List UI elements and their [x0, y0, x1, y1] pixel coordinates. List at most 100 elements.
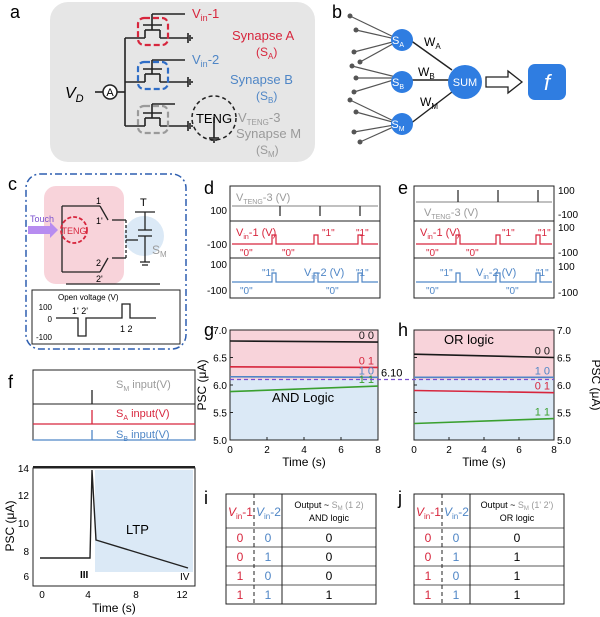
- teng-region: [44, 186, 124, 284]
- weight-connections: [409, 39, 453, 125]
- panel-label-c: c: [8, 174, 17, 194]
- f-ltp-region: [95, 470, 193, 572]
- table-cell-vin1: 0: [425, 550, 432, 564]
- d-tick-100c: 100: [210, 260, 227, 271]
- d-vin1-zero-1: "0": [240, 248, 253, 259]
- table-cell-vin1: 1: [425, 588, 432, 602]
- h-series-label: 1 0: [535, 365, 550, 377]
- h-ylabel: PSC (μA): [589, 360, 600, 411]
- weight-b-label: WB: [418, 65, 435, 81]
- f-ytick-12: 12: [18, 491, 30, 502]
- g-series-line: [229, 375, 379, 379]
- h-below-threshold-region: [414, 379, 554, 440]
- d-vin1-one-1: "1": [322, 228, 335, 239]
- g-title: AND Logic: [272, 390, 335, 405]
- g-xtick-label: 0: [227, 445, 233, 456]
- node-sa-label: SA: [392, 35, 404, 49]
- ov-tick-100: 100: [39, 303, 53, 312]
- synapse-m-label: Synapse M: [236, 126, 301, 141]
- g-ytick-label: 5.5: [213, 409, 227, 420]
- panel-label-d: d: [204, 178, 214, 198]
- circuit-wires: [95, 13, 219, 143]
- panel-label-a: a: [10, 2, 21, 22]
- ammeter-label: A: [106, 87, 114, 99]
- g-above-threshold-region: [230, 330, 378, 380]
- synapse-a-box: [136, 16, 170, 47]
- e-vin1-zero-2: "0": [466, 248, 479, 259]
- h-series-label: 0 1: [535, 381, 550, 393]
- h-ytick-label: 6.5: [557, 354, 571, 365]
- activation-box: [528, 64, 566, 100]
- d-vin1-label: Vin-1 (V): [236, 227, 276, 241]
- e-tick-100c: 100: [558, 262, 575, 273]
- h-series-label: 0 0: [535, 346, 550, 358]
- synapse-m-symbol: (SM): [256, 143, 279, 159]
- panel-e: e VTENG-3 (V) Vin-1 (V) "1" "1" "0" "0" …: [398, 178, 578, 299]
- e-tick-neg100c: -100: [558, 288, 578, 299]
- h-series-label: 1 1: [535, 407, 550, 419]
- input-dendrites: [349, 15, 401, 143]
- f-iv-label: IV: [180, 572, 190, 583]
- g-ytick-label: 5.0: [213, 436, 227, 447]
- table-cell-vin2: 1: [453, 550, 460, 564]
- f-sa-input-label: SA input(V): [116, 408, 170, 422]
- e-vin2-one-2: "1": [536, 268, 549, 279]
- table-cell-vin2: 1: [265, 588, 272, 602]
- h-ytick-label: 5.0: [557, 436, 571, 447]
- g-ylabel: PSC (μA): [195, 360, 209, 411]
- d-tick-neg100c: -100: [207, 286, 227, 297]
- node-sm-label: SM: [391, 119, 404, 133]
- truth-table: [225, 493, 377, 605]
- f-xlabel: Time (s): [92, 601, 136, 615]
- g-xlabel: Time (s): [282, 455, 326, 469]
- h-series-line: [413, 353, 555, 359]
- f-sm-input-label: SM input(V): [116, 379, 171, 393]
- e-vin2-zero-1: "0": [426, 286, 439, 297]
- f-xtick-8: 8: [133, 590, 139, 601]
- e-vin1-label: Vin-1 (V): [420, 227, 460, 241]
- d-vteng-label: VTENG-3 (V): [236, 192, 290, 206]
- e-vin2-trace: [416, 272, 552, 283]
- f-ytick-8: 8: [23, 547, 29, 558]
- switch-circuit: [61, 205, 160, 285]
- d-teng-spikes: [279, 206, 361, 216]
- table-header-vin1: Vin-1: [416, 505, 441, 521]
- table-cell-vin1: 0: [237, 550, 244, 564]
- g-series-line: [229, 340, 379, 343]
- f-ltp-label: LTP: [126, 522, 149, 537]
- transistor-label: T: [140, 197, 147, 209]
- panel-label-e: e: [398, 178, 408, 198]
- panel-g: g 0 00 11 01 1 AND Logic Time (s) PSC (μ…: [195, 320, 381, 469]
- table-cell-vin2: 1: [265, 550, 272, 564]
- panel-label-f: f: [8, 372, 14, 392]
- e-tick-neg100a: -100: [558, 210, 578, 221]
- panel-d: d VTENG-3 (V) Vin-1 (V) "1" "1" "0" "0" …: [204, 178, 381, 299]
- synapse-a-label: Synapse A: [232, 28, 294, 43]
- ammeter-icon: [102, 84, 118, 100]
- table-cell-output: 0: [514, 531, 521, 545]
- table-header-vin2: Vin-2: [256, 505, 281, 521]
- g-ytick-label: 6.0: [213, 381, 227, 392]
- table-cell-vin1: 0: [237, 531, 244, 545]
- table-cell-vin1: 1: [425, 569, 432, 583]
- h-xtick-label: 2: [446, 445, 452, 456]
- table-header-output: Output ~ SM (1' 2'): [481, 500, 554, 512]
- table-header-logic: OR logic: [500, 513, 535, 523]
- d-vin1-trace: [232, 234, 378, 245]
- threshold-label: 6.10: [381, 368, 402, 380]
- g-series-line: [229, 366, 379, 369]
- node-2-label: 2: [96, 258, 101, 268]
- d-vin2-one-2: "1": [356, 268, 369, 279]
- open-voltage-title: Open voltage (V): [58, 293, 119, 302]
- e-vin1-one-2: "1": [538, 228, 551, 239]
- truth-table: [413, 493, 565, 605]
- d-vin2-label: Vin-2 (V): [304, 267, 344, 281]
- panel-c-frame: [25, 173, 187, 350]
- teng-label-c: TENG: [61, 226, 86, 236]
- table-cell-vin1: 1: [237, 569, 244, 583]
- node-1-label: 1: [96, 196, 101, 206]
- teng-circle-c: [60, 216, 88, 244]
- f-ytick-14: 14: [18, 464, 30, 475]
